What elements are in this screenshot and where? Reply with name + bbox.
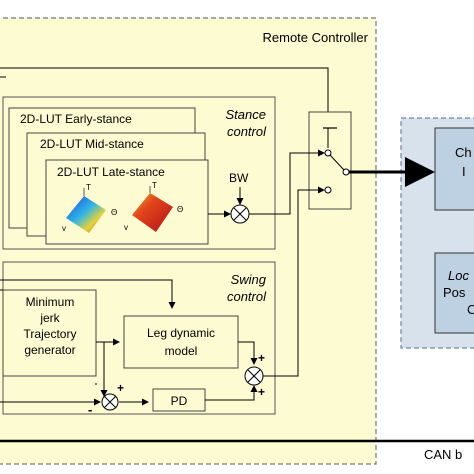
swing-control-panel: Swing control Minimum jerk Trajectory ge… bbox=[0, 186, 325, 417]
top-signal-lines bbox=[0, 67, 329, 112]
bw-label: BW bbox=[229, 171, 249, 185]
lut-surface-plot-red: T Θ v bbox=[124, 181, 183, 232]
plot2-theta-label: Θ bbox=[177, 205, 183, 214]
minjerk-line-3: Trajectory bbox=[24, 327, 77, 341]
swing-wiring bbox=[0, 186, 325, 406]
lut-late-box bbox=[45, 159, 209, 245]
ch-box bbox=[434, 127, 474, 211]
pd-label: PD bbox=[171, 394, 188, 408]
error-minus-sign: - bbox=[88, 402, 92, 417]
swing-title-2: control bbox=[227, 289, 267, 304]
output-plus-sign-2: + bbox=[258, 385, 265, 399]
legdyn-line-1: Leg dynamic bbox=[147, 326, 215, 340]
minjerk-line-1: Minimum bbox=[26, 295, 75, 309]
plot1-t-label: T bbox=[86, 183, 91, 192]
plot1-theta-label: Θ bbox=[111, 208, 117, 217]
remote-controller-title: Remote Controller bbox=[263, 30, 369, 45]
output-sum-junction: + + bbox=[244, 351, 265, 399]
error-plus-sign: + bbox=[117, 381, 124, 395]
error-sum-junction: + - bbox=[88, 381, 124, 417]
loc-label-1: Loc bbox=[448, 268, 469, 283]
can-bus: CAN b bbox=[0, 439, 474, 462]
leg-dynamic-model-box bbox=[123, 315, 239, 369]
can-bus-label: CAN b bbox=[424, 447, 462, 462]
minjerk-line-4: generator bbox=[24, 343, 75, 357]
legdyn-line-2: model bbox=[165, 344, 198, 358]
lut-late-label: 2D-LUT Late-stance bbox=[57, 165, 165, 179]
stance-output-line bbox=[249, 149, 325, 215]
output-plus-sign-1: + bbox=[258, 351, 265, 365]
lut-mid-label: 2D-LUT Mid-stance bbox=[40, 137, 144, 151]
right-panel: Ch I Loc Pos C bbox=[400, 117, 474, 349]
plot1-v-label: v bbox=[62, 224, 66, 233]
stance-title-2: control bbox=[227, 124, 267, 139]
stance-title-1: Stance bbox=[226, 107, 266, 122]
plot2-t-label: T bbox=[152, 181, 157, 190]
stance-control-panel: Stance control 2D-LUT Early-stance 2D-LU… bbox=[2, 96, 276, 250]
loc-label-3: C bbox=[467, 302, 474, 317]
swing-title-1: Swing bbox=[231, 272, 267, 287]
bw-multiplier-junction bbox=[230, 204, 250, 224]
ch-label-2: I bbox=[462, 164, 466, 179]
loc-box bbox=[434, 252, 474, 334]
ch-label-1: Ch bbox=[455, 145, 472, 160]
minjerk-line-2: jerk bbox=[39, 311, 60, 325]
loc-label-2: Pos bbox=[443, 285, 466, 300]
lut-surface-plot-blue: T Θ v bbox=[62, 183, 117, 233]
lut-early-label: 2D-LUT Early-stance bbox=[20, 112, 132, 126]
mode-switch bbox=[308, 111, 352, 210]
plot2-v-label: v bbox=[124, 223, 128, 232]
minimum-jerk-box bbox=[2, 289, 97, 377]
